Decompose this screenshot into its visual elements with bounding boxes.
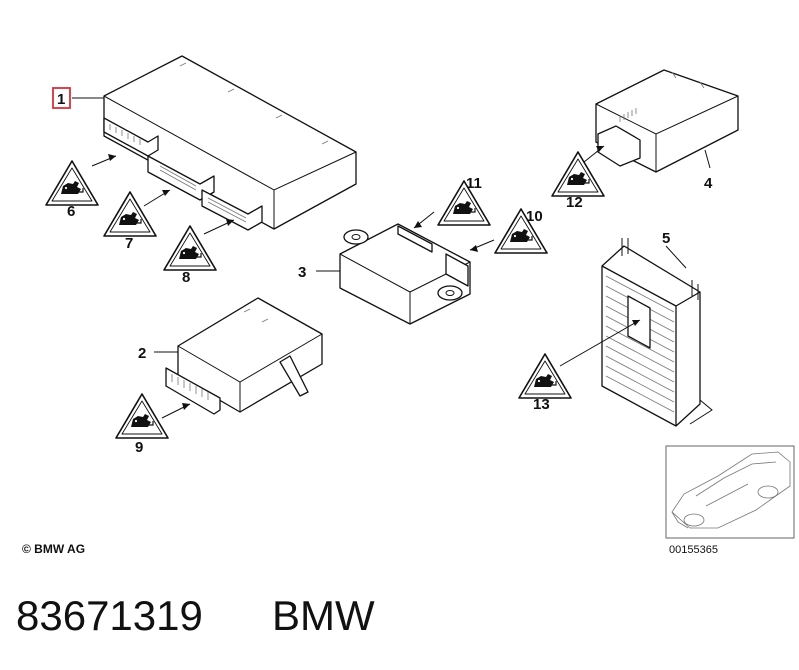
callout-5: 5	[662, 230, 670, 247]
callout-3: 3	[298, 264, 306, 281]
callout-1-highlight-box	[52, 87, 71, 109]
callout-10: 10	[526, 208, 543, 225]
callout-8: 8	[182, 269, 190, 286]
part-number: 83671319	[16, 592, 203, 639]
part-5-control-unit	[601, 238, 713, 427]
leader-lines	[72, 97, 711, 419]
part-2-control-module	[165, 297, 323, 415]
callout-6: 6	[67, 203, 75, 220]
part-3-sensor-module	[339, 223, 471, 325]
part-4-control-module	[595, 69, 739, 173]
callout-1: 1	[57, 91, 65, 108]
callout-2: 2	[138, 345, 146, 362]
callout-9: 9	[135, 439, 143, 456]
callout-11: 11	[466, 175, 482, 192]
brand-name: BMW	[272, 592, 375, 639]
callout-7: 7	[125, 235, 133, 252]
part-1-control-module	[103, 55, 357, 231]
copyright-text: © BMW AG	[22, 542, 85, 556]
vehicle-thumbnail	[665, 445, 795, 539]
callout-4: 4	[704, 175, 713, 192]
reference-number: 00155365	[669, 544, 718, 556]
callout-12: 12	[566, 194, 583, 211]
callout-13: 13	[533, 396, 550, 413]
